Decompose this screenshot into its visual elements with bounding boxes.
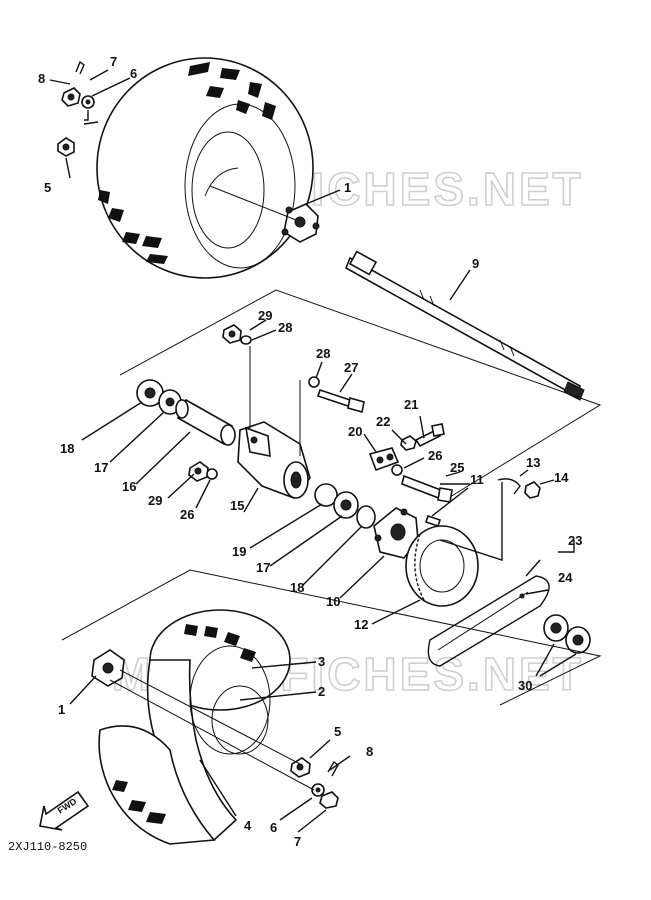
callout-26-right: 26 [428, 448, 442, 463]
callout-12: 12 [354, 617, 368, 632]
bottom-fasteners [290, 757, 339, 809]
callout-9: 9 [472, 256, 479, 271]
callout-5-bottom: 5 [334, 724, 341, 739]
callout-14: 14 [554, 470, 569, 485]
bolt-27 [308, 376, 365, 414]
callout-16: 16 [122, 479, 136, 494]
bolt-25 [391, 464, 453, 503]
callout-21: 21 [404, 397, 418, 412]
rear-axle [344, 250, 585, 401]
drive-chain [427, 575, 550, 667]
chain-tensioner [368, 447, 400, 472]
callout-18-mid: 18 [290, 580, 304, 595]
callout-22: 22 [376, 414, 390, 429]
bolt-21 [400, 423, 445, 451]
callout-6-bottom: 6 [270, 820, 277, 835]
left-bearings [136, 379, 182, 415]
sprocket-hub [373, 507, 419, 559]
callout-2: 2 [318, 684, 325, 699]
callout-25: 25 [450, 460, 464, 475]
top-tire [96, 57, 314, 279]
callout-28-mid: 28 [316, 346, 330, 361]
bottom-hub [91, 649, 125, 687]
panel-outline-middle [119, 289, 602, 498]
callout-7-top: 7 [110, 54, 117, 69]
nut-29-left [188, 461, 218, 482]
callout-23: 23 [568, 533, 582, 548]
callout-1-top: 1 [344, 180, 351, 195]
callout-13: 13 [526, 455, 540, 470]
mid-bearings [314, 483, 376, 529]
diagram-code: 2XJ110-8250 [8, 840, 87, 854]
callout-24: 24 [558, 570, 573, 585]
callout-1-bottom: 1 [58, 702, 65, 717]
callout-19: 19 [232, 544, 246, 559]
callout-27: 27 [344, 360, 358, 375]
leader-lines [49, 69, 577, 833]
callout-30: 30 [518, 678, 532, 693]
bottom-tire [98, 609, 291, 845]
sprocket [405, 525, 479, 607]
spacer-tube [175, 398, 236, 446]
callout-29-top: 29 [258, 308, 272, 323]
top-fasteners [57, 60, 95, 157]
callouts: 8 7 6 5 1 9 29 28 28 27 21 22 20 26 25 1… [38, 54, 582, 849]
callout-15: 15 [230, 498, 244, 513]
small-parts-11-13-14 [424, 478, 541, 528]
callout-3: 3 [318, 654, 325, 669]
callout-18-left: 18 [60, 441, 74, 456]
callout-29-left: 29 [148, 493, 162, 508]
top-hub [281, 203, 320, 243]
callout-28-top: 28 [278, 320, 292, 335]
callout-10: 10 [326, 594, 340, 609]
callout-17-left: 17 [94, 460, 108, 475]
callout-8-bottom: 8 [366, 744, 373, 759]
axle-housing [237, 421, 311, 499]
callout-5-top: 5 [44, 180, 51, 195]
callout-6-top: 6 [130, 66, 137, 81]
fwd-arrow: FWD [39, 790, 90, 831]
callout-17-mid: 17 [256, 560, 270, 575]
callout-11: 11 [470, 472, 484, 487]
nut-29-top [222, 324, 252, 345]
callout-20: 20 [348, 424, 362, 439]
callout-4: 4 [244, 818, 252, 833]
callout-26-left: 26 [180, 507, 194, 522]
callout-7-bottom: 7 [294, 834, 301, 849]
callout-8-top: 8 [38, 71, 45, 86]
bearings-30 [543, 614, 591, 654]
